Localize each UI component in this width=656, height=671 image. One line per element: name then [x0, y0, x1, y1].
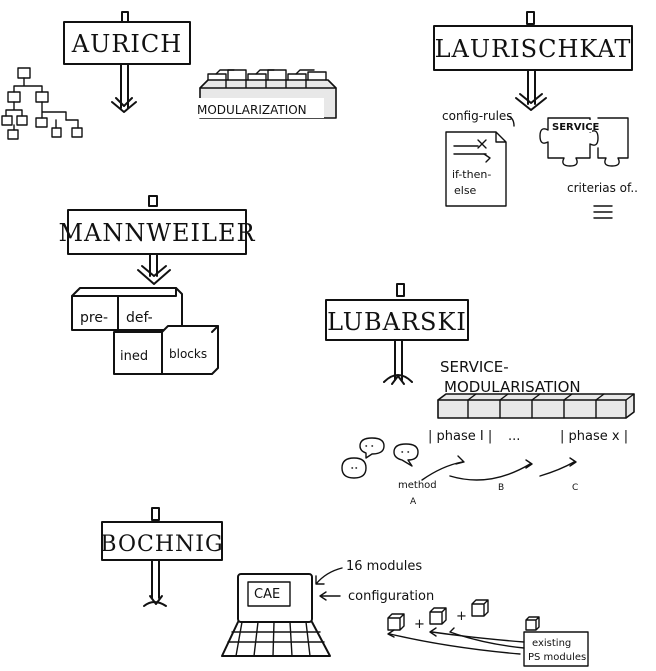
configuration-arrow — [320, 592, 340, 600]
phase-arrow-3 — [540, 458, 576, 476]
aurich-post-arrow — [112, 98, 136, 112]
mannweiler-sign-knob — [149, 196, 157, 206]
plus-1: + — [414, 617, 425, 632]
laurischkat-sign-knob — [527, 12, 534, 24]
cae-screen-label: CAE — [254, 587, 280, 602]
laurischkat-post-arrow — [516, 94, 546, 110]
mannweiler-sign-label: MANNWEILER — [58, 219, 255, 247]
criterias-label: criterias of.. — [567, 181, 638, 195]
phasex-label: | phase x | — [560, 429, 628, 444]
bochnig-grass-icon — [144, 596, 166, 606]
laurischkat-section: LAURISCHKAT config-rules if-then- else S… — [434, 12, 638, 218]
block-pre: pre- — [80, 310, 108, 326]
else-label: else — [454, 184, 477, 197]
block-def: def- — [126, 310, 153, 326]
bochnig-sign-knob — [152, 508, 159, 520]
bochnig-section: BOCHNIG CAE 16 modules configuration + +… — [100, 508, 588, 666]
service-label: SERVICE — [552, 122, 600, 133]
service-modularisation-line1: SERVICE- — [440, 358, 509, 376]
phase-dots: ... — [508, 429, 520, 444]
aurich-sign-knob — [122, 12, 128, 22]
phase1-label: | phase I | — [428, 429, 492, 444]
lubarski-sign-label: LUBARSKI — [327, 308, 467, 336]
aurich-sign-post — [121, 64, 128, 108]
method-c-label: C — [572, 483, 578, 493]
aurich-sign-label: AURICH — [71, 30, 182, 58]
modularization-label: MODULARIZATION — [197, 103, 307, 117]
aurich-section: AURICH MODULARIZATION — [2, 12, 336, 139]
block-ined: ined — [120, 349, 148, 364]
lubarski-sign-knob — [397, 284, 404, 296]
method-label: method — [398, 480, 437, 491]
phase-arrow-1 — [422, 456, 464, 480]
if-then-label: if-then- — [452, 168, 491, 181]
bochnig-sign-post — [152, 560, 159, 598]
laurischkat-sign-label: LAURISCHKAT — [435, 35, 632, 63]
existing-label: existing — [532, 638, 571, 649]
bochnig-sign-label: BOCHNIG — [100, 532, 223, 557]
lubarski-section: LUBARSKI SERVICE- MODULARISATION | phase… — [326, 284, 634, 507]
config-rules-label: config-rules — [442, 109, 513, 123]
modules-label: 16 modules — [346, 559, 422, 574]
plus-2: + — [456, 609, 467, 624]
laurischkat-sign-post — [528, 70, 535, 104]
mannweiler-post-arrow — [138, 266, 170, 284]
configuration-label: configuration — [348, 589, 434, 604]
block-blocks: blocks — [169, 347, 207, 361]
lubarski-grass-icon — [384, 375, 412, 384]
hierarchy-tree-icon — [2, 68, 82, 139]
ps-modules-label: PS modules — [528, 652, 586, 663]
list-lines-icon — [594, 206, 612, 218]
mannweiler-section: MANNWEILER pre- def- ined blocks — [58, 196, 255, 374]
speech-bubbles-icon — [342, 438, 418, 478]
modules-arrow — [316, 568, 342, 584]
method-b-label: B — [498, 483, 504, 493]
method-a-label: A — [410, 497, 417, 507]
phase-blocks — [438, 394, 634, 418]
